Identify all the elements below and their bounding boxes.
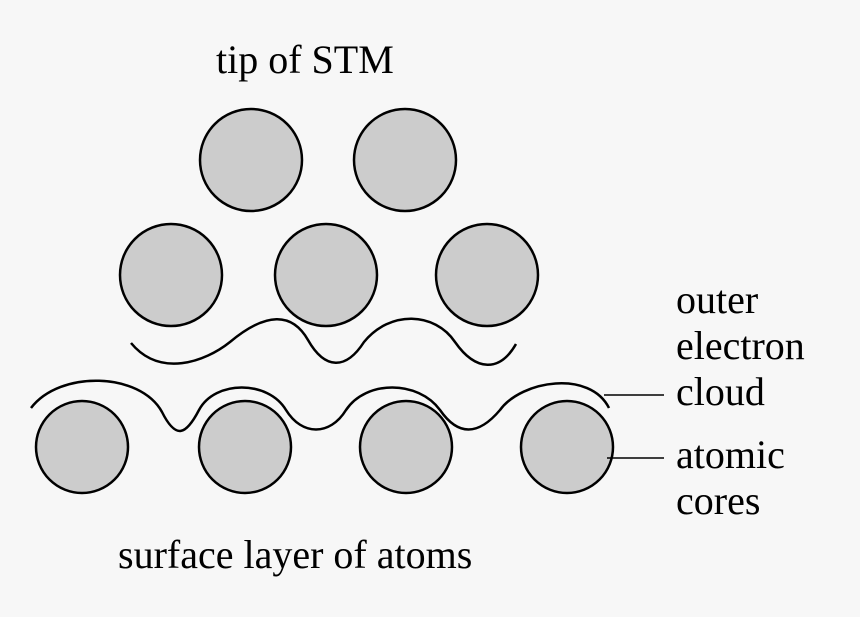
outer-electron-cloud-label: outer electron cloud: [676, 277, 805, 415]
atomic-cores-label: atomic cores: [676, 432, 785, 524]
surface-atom: [34, 399, 130, 495]
outer-electron-cloud-label-line: cloud: [676, 369, 765, 414]
atomic-cores-label-line: cores: [676, 478, 761, 523]
outer-electron-cloud-label-line: outer: [676, 277, 759, 322]
tip-atom: [118, 222, 224, 328]
surface-electron-cloud: [30, 379, 611, 433]
atomic-cores-label-line: atomic: [676, 432, 785, 477]
surface-atom: [519, 399, 615, 495]
tip-atom: [273, 222, 379, 328]
surface-layer-label: surface layer of atoms: [118, 532, 473, 577]
surface-atom: [197, 399, 293, 495]
tip-electron-cloud: [130, 317, 518, 366]
tip-atom: [434, 222, 540, 328]
surface-atom: [358, 399, 454, 495]
tip-atom: [352, 107, 458, 213]
tip-of-stm-label: tip of STM: [216, 37, 394, 82]
tip-atom: [198, 107, 304, 213]
outer-electron-cloud-label-line: electron: [676, 323, 805, 368]
